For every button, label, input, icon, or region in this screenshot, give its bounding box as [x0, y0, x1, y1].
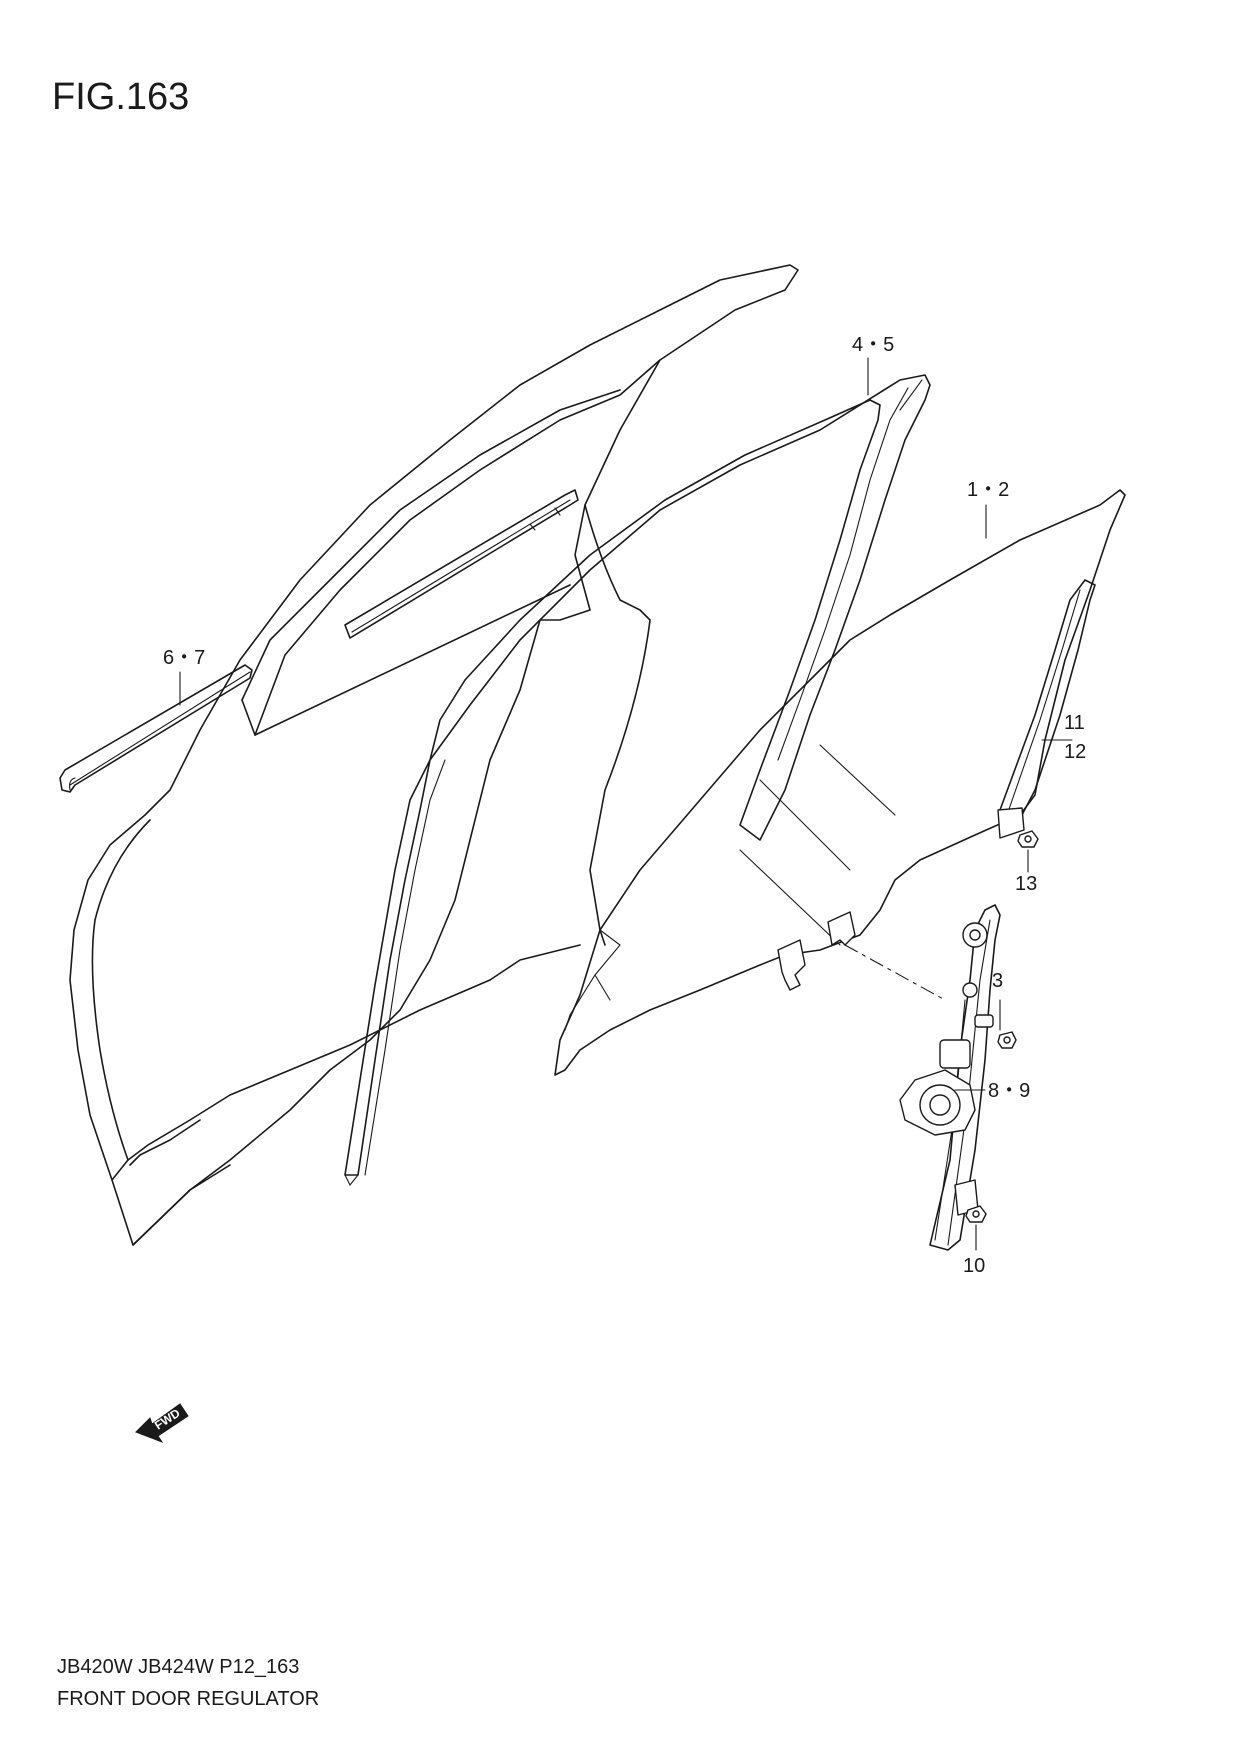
- belt-weatherstrip-inner: [344, 489, 579, 639]
- outer-weatherstrip-6-7: [59, 664, 253, 793]
- door-sash-4-5: [344, 374, 931, 1187]
- callout-8-9: 8・9: [988, 1080, 1030, 1102]
- footer-model-code: JB420W JB424W P12_163: [57, 1656, 300, 1678]
- fwd-arrow-icon: FWD: [135, 1403, 189, 1444]
- figure-title: FIG.163: [52, 76, 190, 118]
- door-panel: [69, 264, 799, 1246]
- callout-4-5: 4・5: [852, 334, 894, 356]
- door-glass-1-2: [554, 489, 1126, 1076]
- glass-holders: [777, 911, 856, 991]
- footer-diagram-name: FRONT DOOR REGULATOR: [57, 1688, 320, 1710]
- callout-11: 11: [1064, 712, 1085, 734]
- callout-3: 3: [992, 970, 1003, 992]
- callout-1-2: 1・2: [967, 479, 1009, 501]
- window-regulator-8-9: [899, 904, 1001, 1251]
- callout-13: 13: [1015, 873, 1037, 895]
- nut-10: [965, 1205, 987, 1223]
- callout-labels: 4・5 1・2 6・7 11 12 13 3 8・9 10: [163, 334, 1086, 1277]
- rear-run-channel-11-12: [997, 579, 1096, 839]
- callout-12: 12: [1064, 741, 1086, 763]
- callout-10: 10: [963, 1255, 985, 1277]
- bolt-3: [997, 1031, 1017, 1049]
- callout-6-7: 6・7: [163, 647, 205, 669]
- nut-13: [1017, 830, 1039, 848]
- leader-lines: [867, 357, 1073, 1251]
